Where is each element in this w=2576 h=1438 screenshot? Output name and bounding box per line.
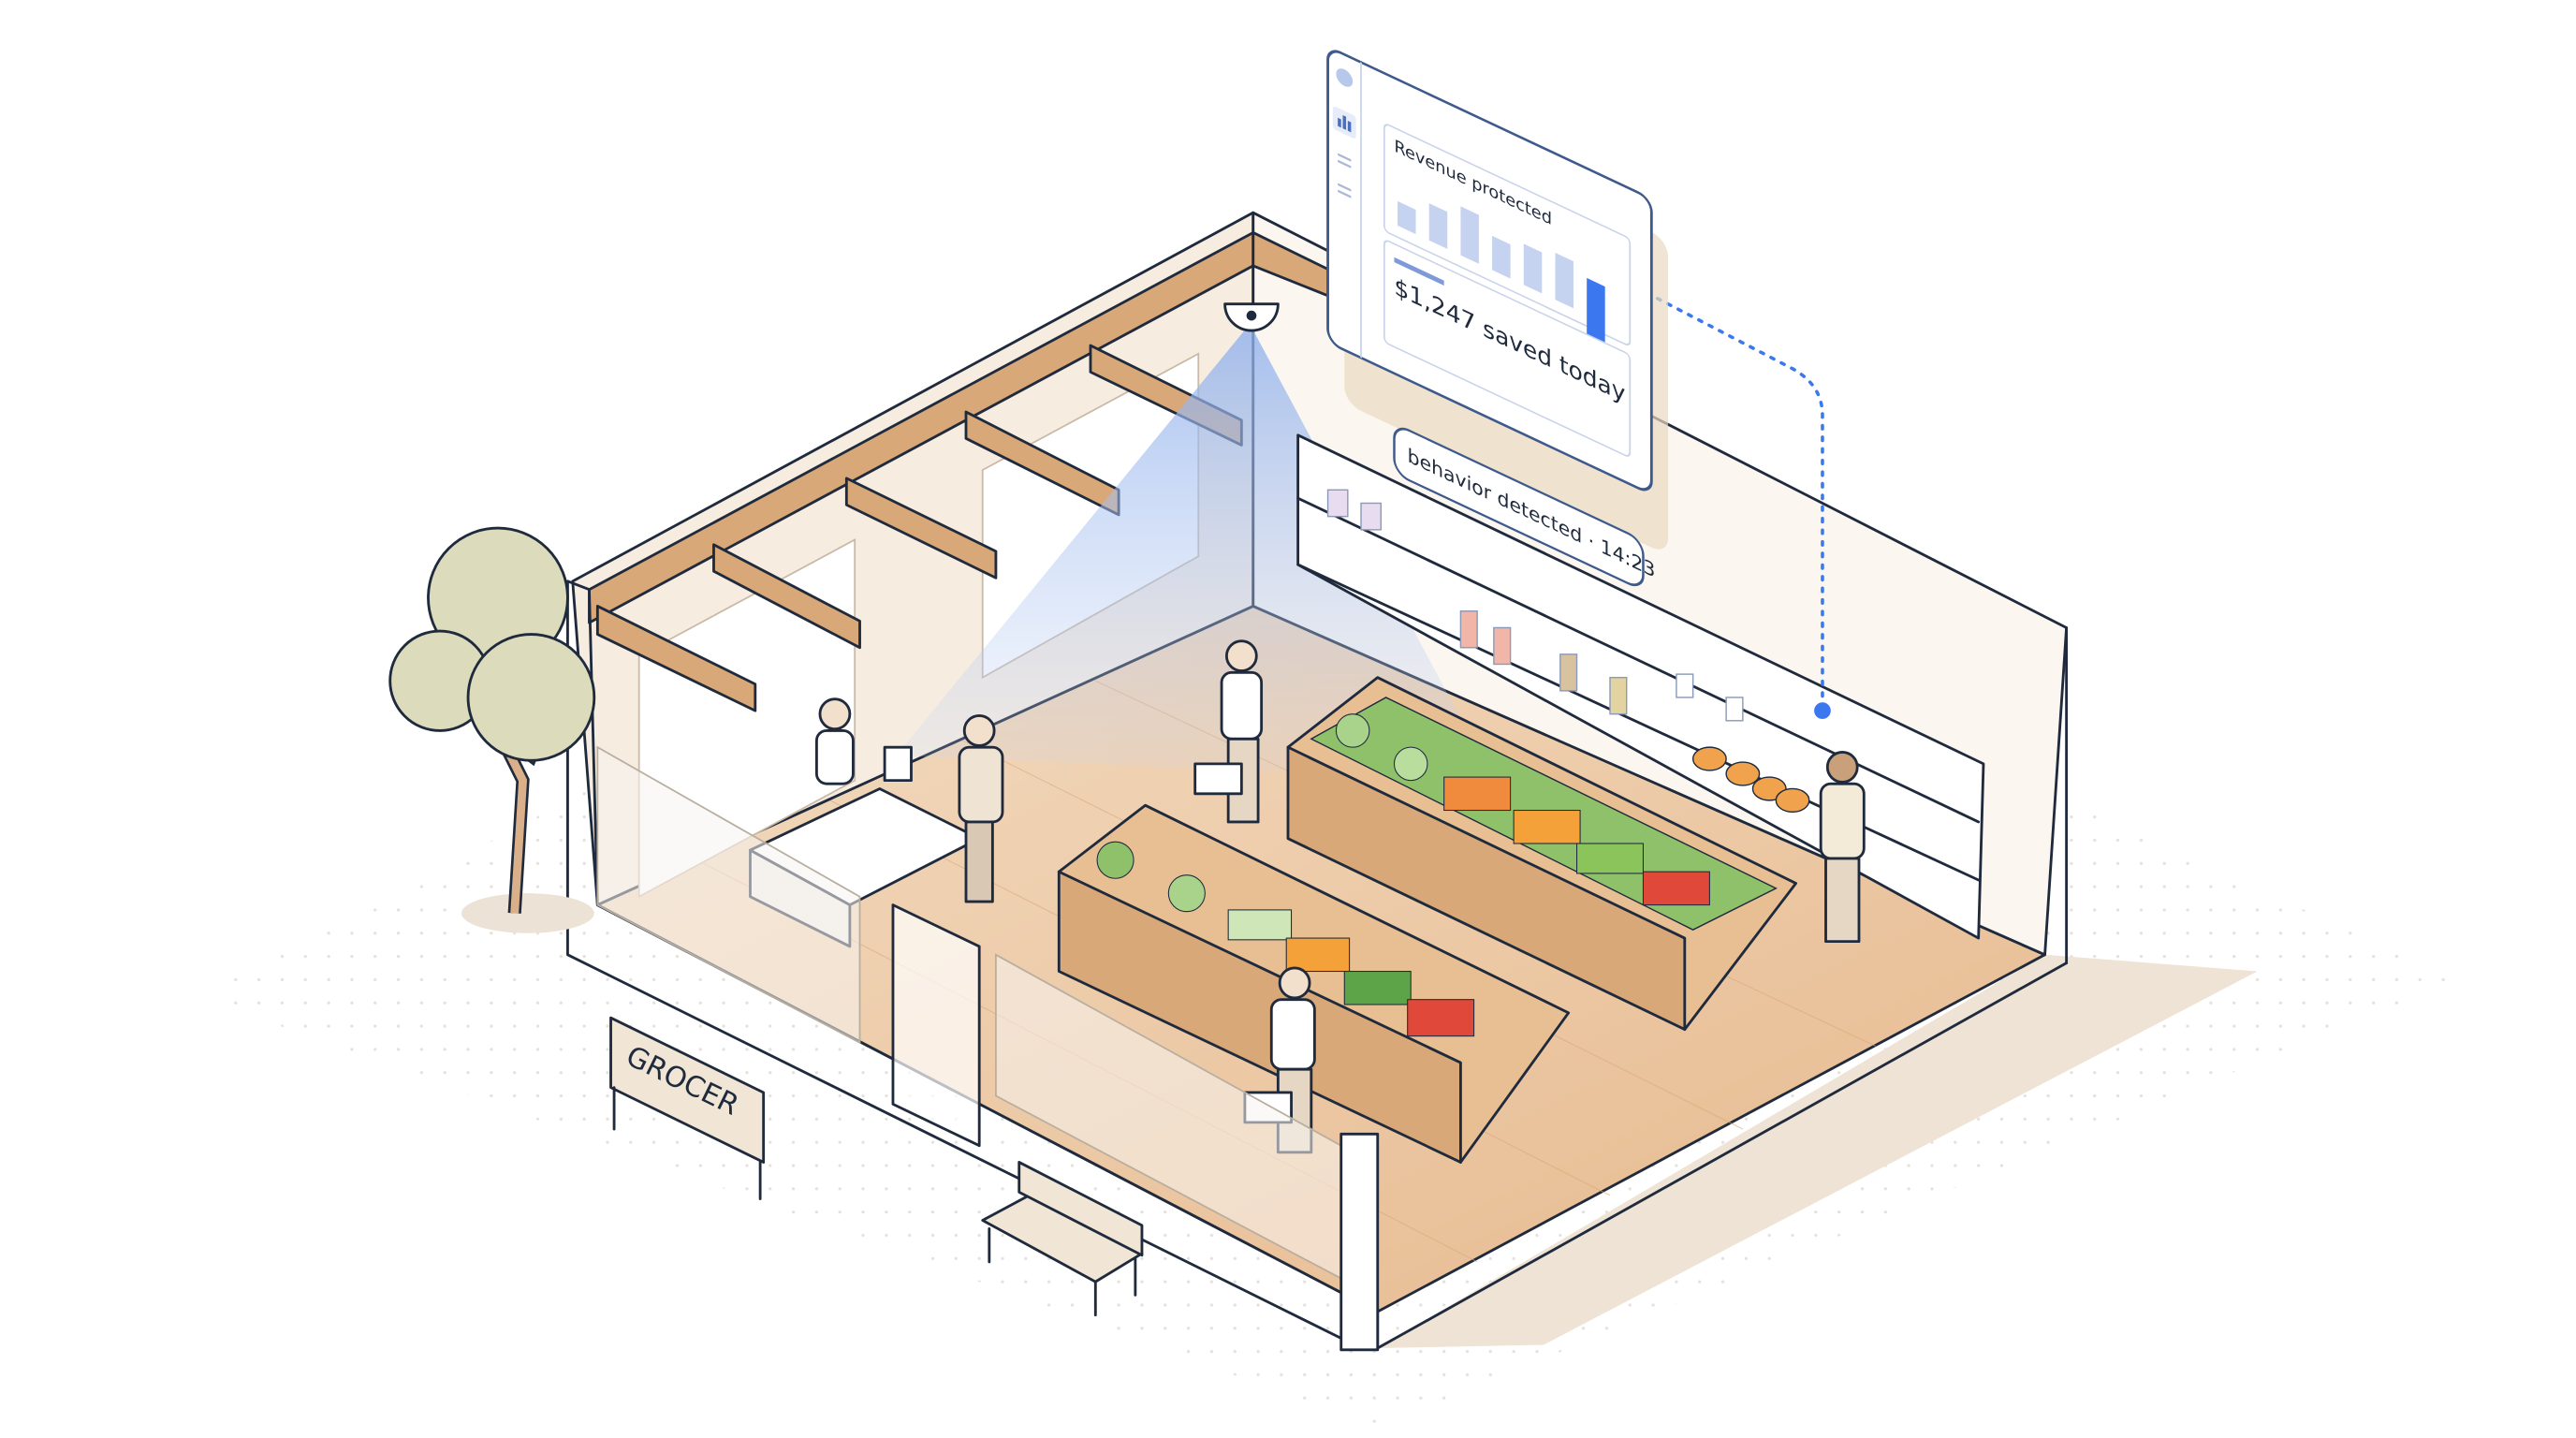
customer-checkout (958, 714, 1004, 903)
front-walls (566, 580, 2069, 1352)
tree (388, 526, 596, 933)
bar-chart-icon[interactable] (1332, 106, 1356, 139)
ceiling-beams (588, 231, 1329, 712)
produce-table-front (1057, 803, 1571, 1164)
bar-highlighted (1587, 277, 1605, 353)
menu-lines-icon[interactable] (1338, 183, 1352, 198)
dashboard-panel[interactable]: Revenue protected $1,247 saved today (1326, 47, 1669, 555)
camera-vision-cone (896, 323, 1494, 781)
bar (1523, 243, 1543, 294)
cashier (814, 697, 855, 785)
summary-card (1383, 240, 1632, 457)
bar (1492, 235, 1511, 279)
bar (1428, 203, 1448, 249)
wall-shelf (1296, 433, 1985, 940)
produce-table-back (1286, 676, 1798, 1032)
menu-lines-icon[interactable] (1338, 153, 1352, 169)
bar (1460, 206, 1479, 264)
avatar-icon[interactable] (1336, 66, 1354, 90)
shopper-basket (1193, 639, 1264, 824)
mini-bar-chart (1398, 200, 1605, 353)
bench (981, 1161, 1144, 1316)
shopper-shelf (1819, 751, 1866, 944)
bar (1398, 200, 1416, 235)
people (814, 639, 1866, 1154)
security-camera-icon (1223, 302, 1280, 332)
detection-point-icon[interactable] (1810, 698, 1835, 723)
bar (1555, 253, 1573, 309)
alert-connector (1624, 280, 1835, 723)
